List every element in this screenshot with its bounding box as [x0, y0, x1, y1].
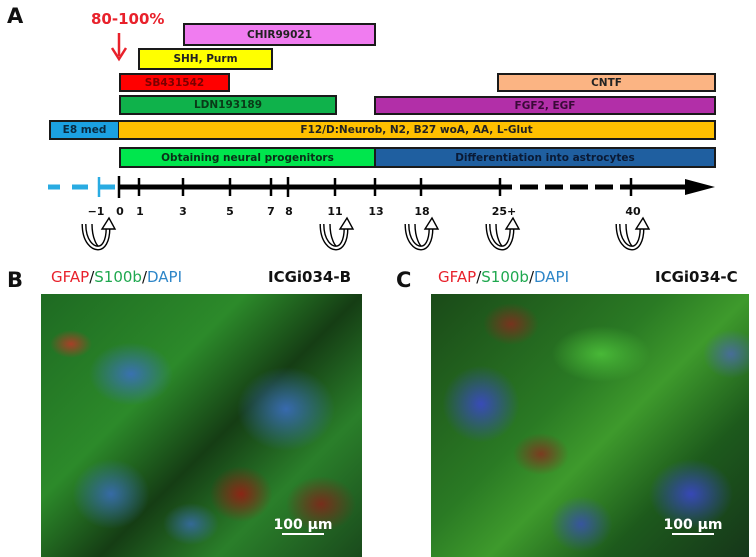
tick-label: 0	[116, 205, 124, 218]
bar-differentiation-astrocytes: Differentiation into astrocytes	[374, 147, 716, 168]
passage-icon-day-minus1	[84, 218, 115, 248]
scale-bar-b: 100 µm	[273, 517, 333, 535]
tick-label: 5	[226, 205, 234, 218]
bar-e8-medium: E8 med	[49, 120, 120, 140]
panel-label-a: A	[7, 4, 24, 28]
tick-label: 11	[327, 205, 343, 218]
tick-label: 13	[368, 205, 384, 218]
legend-s100b: S100b	[94, 268, 142, 286]
bar-obtaining-neural-progenitors: Obtaining neural progenitors	[119, 147, 376, 168]
passage-icon-day-40	[618, 218, 649, 248]
legend-dapi: DAPI	[534, 268, 570, 286]
main-timeline-axis	[117, 176, 715, 198]
bar-f12-neurobasal-medium: F12/D:Neurob, N2, B27 woA, AA, L-Glut	[118, 120, 716, 140]
stain-legend-c: GFAP/S100b/DAPI	[438, 268, 570, 286]
micrograph-b: 100 µm	[41, 294, 362, 557]
stain-legend-b: GFAP/S100b/DAPI	[51, 268, 183, 286]
tick-label: 7	[267, 205, 275, 218]
tick-label: 40	[625, 205, 641, 218]
confluence-arrow-icon	[110, 33, 128, 62]
micrograph-c: 100 µm	[431, 294, 749, 557]
tick-label: 25+	[491, 205, 517, 218]
timeline-graphics	[48, 33, 715, 290]
tick-label: 8	[285, 205, 293, 218]
bar-ldn193189: LDN193189	[119, 95, 337, 115]
panel-label-c: C	[396, 268, 412, 292]
confluence-label: 80-100%	[91, 10, 165, 28]
passage-icon-day-11	[322, 218, 353, 248]
tick-label: −1	[87, 205, 105, 218]
tick-label: 3	[179, 205, 187, 218]
bar-shh-purm: SHH, Purm	[138, 48, 273, 70]
legend-dapi: DAPI	[147, 268, 183, 286]
bar-chir99021: CHIR99021	[183, 23, 376, 46]
cell-line-label-b: ICGi034-B	[268, 268, 352, 286]
scale-bar-c: 100 µm	[663, 517, 723, 535]
passage-icon-day-18	[407, 218, 438, 248]
legend-gfap: GFAP	[438, 268, 477, 286]
passage-icon-day-25	[488, 218, 519, 248]
bar-cntf: CNTF	[497, 73, 716, 92]
cell-line-label-c: ICGi034-C	[655, 268, 738, 286]
legend-s100b: S100b	[481, 268, 529, 286]
legend-gfap: GFAP	[51, 268, 90, 286]
panel-label-b: B	[7, 268, 24, 292]
tick-label: 1	[136, 205, 144, 218]
pre-timeline-dashed-line	[48, 177, 115, 197]
tick-label: 18	[414, 205, 430, 218]
bar-fgf2-egf: FGF2, EGF	[374, 96, 716, 115]
bar-sb431542: SB431542	[119, 73, 230, 92]
